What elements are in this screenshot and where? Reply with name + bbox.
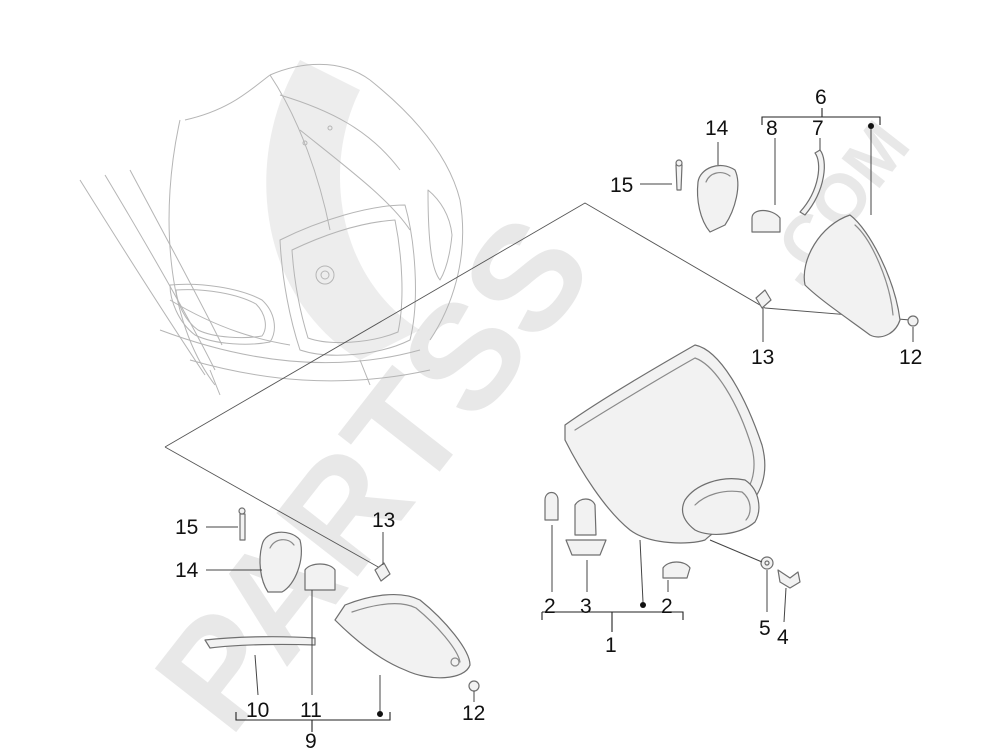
callout-14-bottom: 14 [175,559,199,582]
scooter-front-shield [79,63,464,396]
lamp-gasket-right [799,149,825,216]
callout-11: 11 [300,699,322,722]
callout-2-left: 2 [544,595,556,618]
bulb-left-signal [304,563,336,591]
callout-14-top: 14 [705,117,729,140]
callout-8: 8 [766,117,778,140]
callout-2-right: 2 [661,595,673,618]
callout-15-top: 15 [610,174,633,197]
rivet-left [239,513,246,541]
callout-12-top: 12 [899,346,922,369]
callout-15-bottom: 15 [175,516,198,539]
parking-bulb-right [662,561,691,579]
bulb-socket [565,539,607,556]
screw-and-washer [760,556,801,589]
callout-12-bottom: 12 [462,702,485,725]
bulb-right-signal [751,209,781,233]
callout-3: 3 [580,595,592,618]
leader-lines [206,108,914,732]
callout-9: 9 [305,730,317,750]
callout-6: 6 [815,86,827,109]
callout-13-bottom: 13 [372,509,395,532]
reference-lines [164,202,911,569]
nut-right [907,315,919,327]
right-turn-signal [675,149,919,338]
callout-4: 4 [777,626,789,649]
lamp-holder-right [696,165,739,233]
callout-1: 1 [605,634,617,657]
rivet-right [675,164,683,191]
screw [777,569,801,589]
watermark: PARTSS .COM [123,60,924,750]
clip-right [755,289,772,309]
callout-13-top: 13 [751,346,774,369]
bulbs [544,491,691,579]
halogen-bulb [574,498,597,536]
watermark-swoosh [266,60,420,360]
headlamp-assembly [564,344,766,544]
callout-7: 7 [812,117,824,140]
watermark-main-text: PARTSS [123,186,623,750]
nut-left [468,680,480,692]
lamp-gasket-left [204,636,316,649]
callout-5: 5 [759,617,771,640]
left-turn-signal [204,507,480,692]
callout-10: 10 [246,699,269,722]
parking-bulb-left [544,491,559,521]
callout-labels: 1 2 3 2 5 4 6 7 8 14 15 13 12 15 14 13 1… [175,86,922,750]
clip-left [374,562,391,582]
